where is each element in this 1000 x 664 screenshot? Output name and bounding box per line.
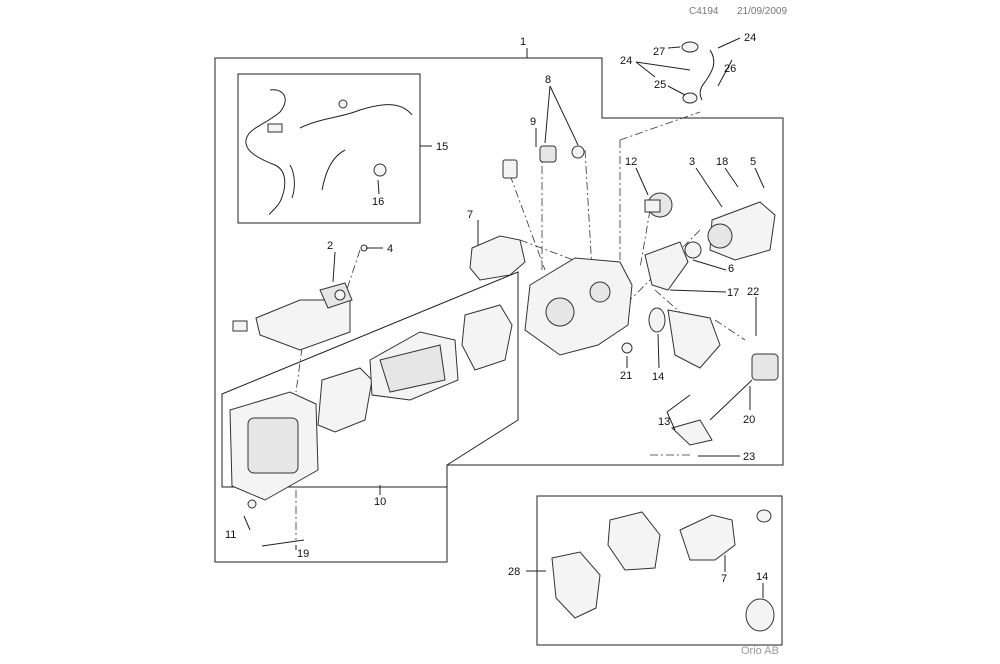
callout-2: 2 — [327, 240, 333, 252]
callout-7-kit: 7 — [721, 573, 727, 585]
callout-1: 1 — [520, 36, 526, 48]
egr-cooler-assembly — [229, 304, 513, 547]
callout-8: 8 — [545, 74, 551, 86]
outlet-pipe-13 — [648, 307, 721, 446]
callout-14: 14 — [652, 371, 664, 383]
callout-15: 15 — [436, 141, 448, 153]
assembly-frame-egr-cooler — [221, 271, 519, 488]
thermostat-housing — [524, 257, 633, 356]
callout-19: 19 — [297, 548, 309, 560]
sensor-8-9 — [502, 145, 585, 179]
callout-24-left: 24 — [620, 55, 632, 67]
document-id: C4194 — [689, 6, 719, 17]
callout-22: 22 — [747, 286, 759, 298]
water-pump-3 — [644, 201, 776, 291]
callout-13: 13 — [658, 416, 670, 428]
callout-3: 3 — [689, 156, 695, 168]
callout-numbers: 1 2 3 4 5 6 7 7 8 9 10 11 12 13 14 14 15… — [225, 32, 768, 585]
callout-6: 6 — [728, 263, 734, 275]
gasket-kit-28 — [551, 509, 775, 632]
callout-11: 11 — [225, 529, 236, 541]
upper-hose — [681, 41, 715, 104]
callout-21: 21 — [620, 370, 632, 382]
callout-10: 10 — [374, 496, 386, 508]
callout-18: 18 — [716, 156, 728, 168]
callout-25: 25 — [654, 79, 666, 91]
thermostat-12 — [644, 192, 673, 218]
callout-16: 16 — [372, 196, 384, 208]
callout-9: 9 — [530, 116, 536, 128]
callout-4: 4 — [387, 243, 393, 255]
assembly-frame-main — [214, 57, 784, 563]
actuator-20 — [709, 353, 779, 421]
callout-5: 5 — [750, 156, 756, 168]
callout-23: 23 — [743, 451, 755, 463]
assembly-frame-hoses — [237, 73, 421, 224]
leader-lines — [243, 37, 765, 598]
callout-12: 12 — [625, 156, 637, 168]
callout-20: 20 — [743, 414, 755, 426]
gasket-7 — [469, 235, 526, 281]
callout-28: 28 — [508, 566, 520, 578]
callout-27: 27 — [653, 46, 665, 58]
callout-24-right: 24 — [744, 32, 756, 44]
hose-set — [245, 89, 413, 215]
callout-26: 26 — [724, 63, 736, 75]
document-date: 21/09/2009 — [737, 6, 788, 17]
footer-brand: Orio AB — [741, 645, 779, 657]
sensor-bracket — [232, 244, 368, 351]
callout-14-kit: 14 — [756, 571, 768, 583]
callout-17: 17 — [727, 287, 739, 299]
callout-7: 7 — [467, 209, 473, 221]
